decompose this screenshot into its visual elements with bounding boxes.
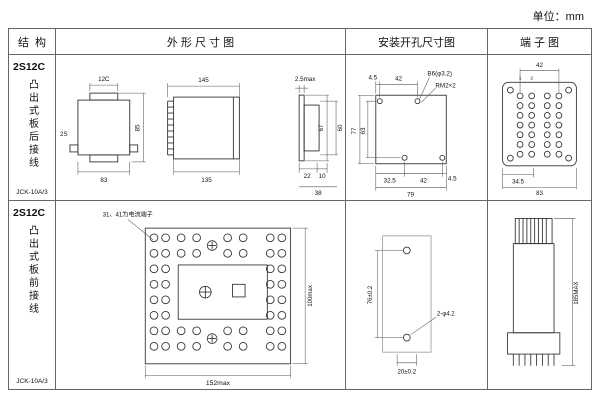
row2-terminal-drawing: 185MAX — [507, 218, 580, 366]
spec-table: 结 构 外 形 尺 寸 图 安装开孔尺寸图 端 子 图 2S12C 凸出式板后接… — [8, 28, 592, 390]
row1-outline-drawing: 12C 2S 83 85 — [60, 76, 344, 197]
dim-42: 42 — [536, 62, 543, 69]
dim-4-5-bottom: 4.5 — [448, 176, 457, 183]
row1-outline-cell: 12C 2S 83 85 — [56, 55, 346, 201]
dim-185max: 185MAX — [573, 281, 580, 304]
dim-67: 67 — [318, 124, 325, 131]
terminal-block-view: 1 2 42 34.5 83 — [502, 62, 577, 197]
row1-mounting-cell: 4.5 42 B6(φ3.2) RM2×2 77 63 32.5 42 4.5 … — [346, 55, 488, 201]
row2-mounting-drawing: 76±0.2 2-φ4.2 20±0.2 — [367, 235, 455, 375]
label-b6: B6(φ3.2) — [427, 70, 452, 77]
row1-model: 2S12C — [13, 61, 46, 73]
row2-model: 2S12C — [13, 207, 46, 219]
side-profile-view: 185MAX — [507, 218, 580, 366]
dim-100max: 100max — [307, 285, 314, 307]
label-2-phi4-2: 2-φ4.2 — [437, 310, 455, 317]
dim-38: 38 — [315, 190, 322, 197]
terminal-number-1: 1 — [519, 75, 522, 81]
top-terminals — [176, 233, 248, 258]
dim-42-bottom: 42 — [420, 178, 427, 185]
row2-type-label: 凸出式板前接线 — [26, 225, 38, 316]
unit-label: 单位：mm — [532, 11, 584, 23]
dim-145: 145 — [198, 77, 209, 84]
dim-135: 135 — [201, 177, 212, 184]
row1-type-label: 凸出式板后接线 — [26, 79, 38, 170]
row1-terminal-cell: 1 2 42 34.5 83 — [488, 55, 591, 201]
header-outline: 外 形 尺 寸 图 — [56, 29, 346, 55]
row1-mounting-drawing: 4.5 42 B6(φ3.2) RM2×2 77 63 32.5 42 4.5 … — [351, 70, 457, 198]
front-panel-view: 31、41为电流端子 152max 100max — [103, 211, 314, 388]
front-view: 12C 2S 83 85 — [60, 76, 146, 184]
header-mounting: 安装开孔尺寸图 — [346, 29, 488, 55]
dim-20: 20±0.2 — [398, 368, 417, 375]
cutout-view: 4.5 42 B6(φ3.2) RM2×2 77 63 32.5 42 4.5 … — [351, 70, 457, 198]
dim-42-top: 42 — [395, 75, 402, 82]
dim-79: 79 — [407, 192, 414, 199]
dim-32-5: 32.5 — [384, 178, 397, 185]
panel-drill-view: 76±0.2 2-φ4.2 20±0.2 — [367, 235, 455, 375]
bottom-terminals — [176, 326, 248, 351]
dim-22: 22 — [304, 173, 311, 180]
dim-83: 83 — [100, 177, 107, 184]
dim-76: 76±0.2 — [367, 285, 374, 304]
row2-structure-cell: 2S12C 凸出式板前接线 JCK-10A/3 — [9, 201, 56, 389]
dim-83: 83 — [536, 190, 543, 197]
label-rm2x2: RM2×2 — [435, 82, 456, 89]
dim-34-5: 34.5 — [512, 178, 524, 185]
row2-code: JCK-10A/3 — [16, 378, 48, 385]
row1-code: JCK-10A/3 — [16, 189, 48, 196]
right-terminals — [265, 233, 287, 351]
dim-10: 10 — [319, 173, 326, 180]
row1-structure-cell: 2S12C 凸出式板后接线 JCK-10A/3 — [9, 55, 56, 201]
dim-77: 77 — [351, 127, 358, 134]
dim-4-5-top: 4.5 — [368, 74, 377, 81]
terminal-number-2: 2 — [530, 75, 533, 81]
header-structure: 结 构 — [9, 29, 56, 55]
current-terminal-note: 31、41为电流端子 — [103, 211, 153, 219]
row2-outline-drawing: 31、41为电流端子 152max 100max — [103, 211, 314, 388]
row2-outline-cell: 31、41为电流端子 152max 100max — [56, 201, 346, 389]
side-view: 145 135 — [167, 77, 240, 184]
dim-85: 85 — [135, 124, 142, 131]
panel-view: 2.5max 67 60 22 10 38 — [295, 76, 344, 197]
row2-terminal-cell: 185MAX — [488, 201, 591, 389]
header-terminal: 端 子 图 — [488, 29, 591, 55]
left-terminals — [149, 233, 170, 351]
dim-152max: 152max — [206, 380, 231, 387]
dim-12c: 12C — [98, 76, 110, 83]
row1-terminal-drawing: 1 2 42 34.5 83 — [502, 62, 577, 197]
dim-2s: 2S — [60, 131, 68, 138]
dim-63: 63 — [360, 127, 367, 134]
terminal-pins — [516, 92, 563, 158]
dim-2-5max: 2.5max — [295, 76, 316, 83]
dim-60: 60 — [337, 124, 344, 131]
row2-mounting-cell: 76±0.2 2-φ4.2 20±0.2 — [346, 201, 488, 389]
